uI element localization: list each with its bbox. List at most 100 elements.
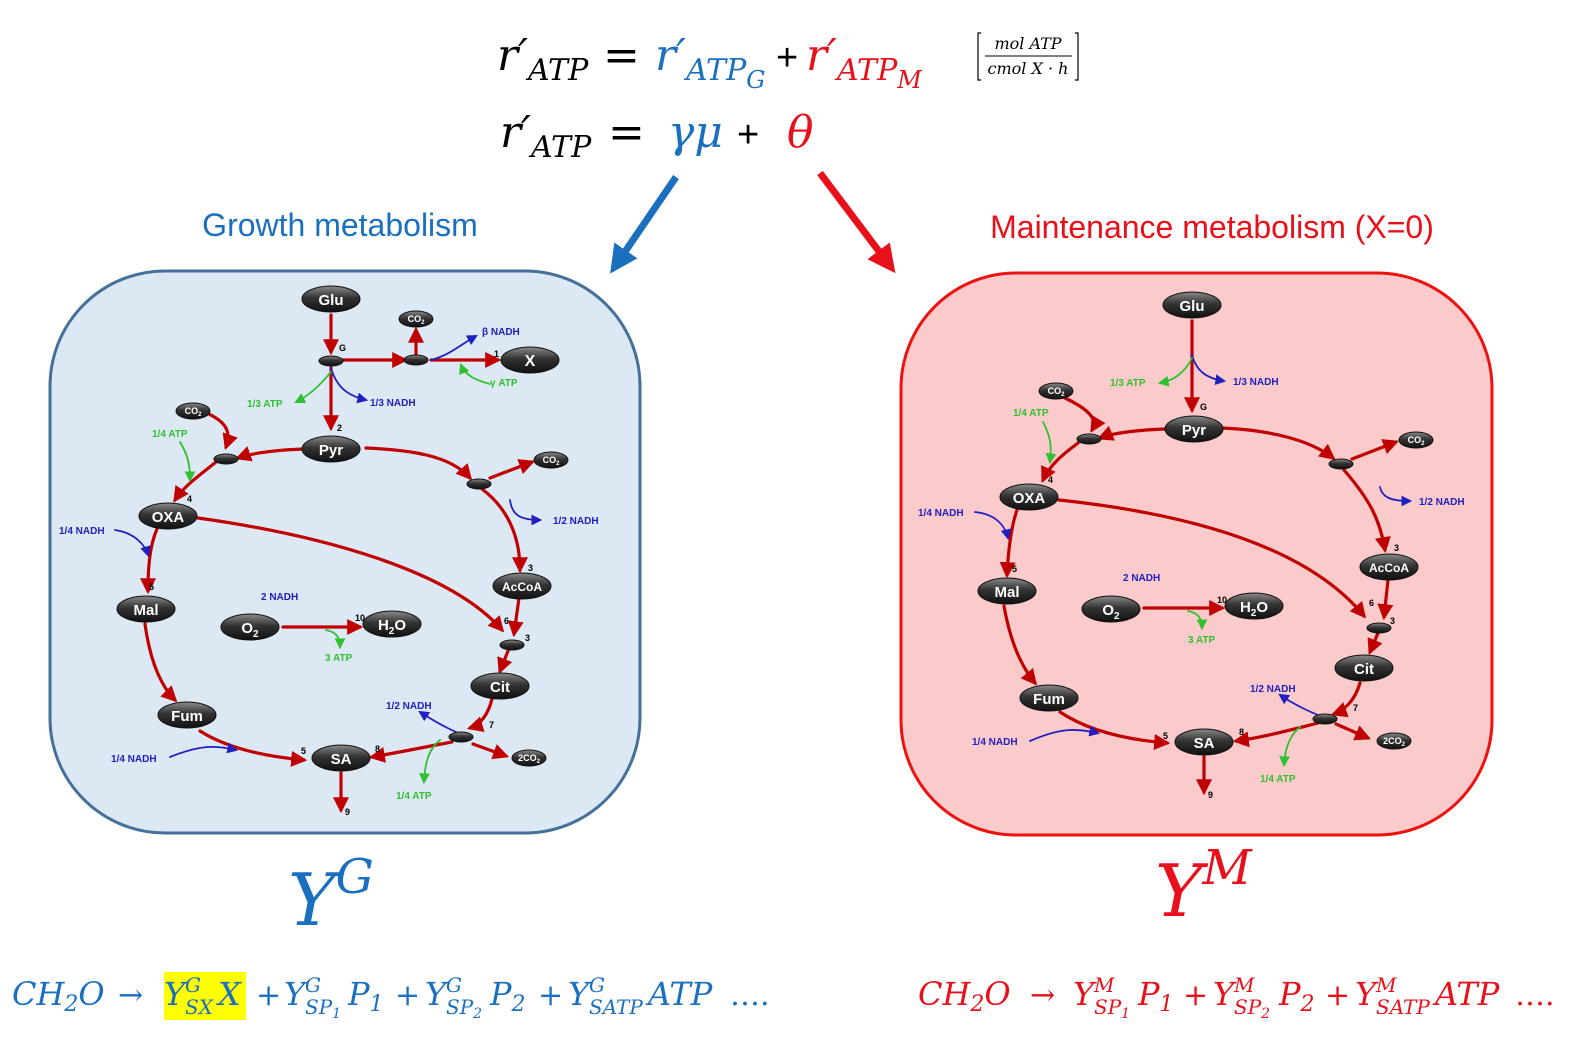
maint-num-4: 4 <box>1048 475 1053 485</box>
growth-atp-13: 1/3 ATP <box>247 399 283 410</box>
growth-num-5-b: 5 <box>301 746 306 756</box>
eq1-term-growth-subsub: G <box>746 66 765 94</box>
svg-text:G: G <box>185 973 201 997</box>
eq1-lhs: r′ <box>497 30 528 81</box>
maint-nadh-14-b: 1/4 NADH <box>972 737 1018 748</box>
growth-co2-c: CO <box>543 455 557 465</box>
atp-rate-equation: r′ATP = r′ATPG + r′ATPM mol ATP cmol X ·… <box>497 30 1079 165</box>
growth-node-pyr: Pyr <box>319 442 343 459</box>
maintenance-title: Maintenance metabolism (X=0) <box>990 209 1434 245</box>
growth-num-6: 6 <box>504 616 509 626</box>
svg-text:CO2: CO2 <box>408 314 426 326</box>
eq1-term-maint-sub: ATP <box>834 53 898 88</box>
svg-text:2CO2: 2CO2 <box>518 753 541 765</box>
maint-atp-3: 3 ATP <box>1188 635 1216 646</box>
svg-text:r′ATPG: r′ATPG <box>655 30 765 94</box>
growth-pathway: Glu CO2 X Pyr CO2 CO2 OXA AcCoA Cit 2CO2… <box>59 285 599 817</box>
maintenance-split-arrow <box>817 170 896 274</box>
growth-num-8: 8 <box>375 744 380 754</box>
g-eq-t4: Y <box>568 975 592 1013</box>
growth-node-accoa: AcCoA <box>502 580 542 594</box>
yield-sx-highlight <box>164 972 246 1020</box>
svg-text:ATP: ATP <box>1432 975 1500 1013</box>
maint-node-accoa: AcCoA <box>1369 561 1409 575</box>
m-eq-arrow: → <box>1030 978 1055 1013</box>
svg-text:SP2: SP2 <box>446 995 482 1022</box>
growth-atp-14: 1/4 ATP <box>152 429 188 440</box>
svg-text:CO2: CO2 <box>543 455 561 467</box>
growth-stoich-equation: CH2O → Y G SX X + Y G SP1 P1 + Y G SP2 P… <box>12 973 770 1022</box>
growth-beta-nadh: β NADH <box>482 327 520 338</box>
maint-node-fum: Fum <box>1033 691 1065 708</box>
eq1-term-growth-sub: ATP <box>683 53 747 88</box>
svg-text:….: …. <box>730 978 770 1013</box>
growth-co2-a: CO <box>408 314 422 324</box>
maint-2co2: 2CO <box>1383 736 1402 746</box>
svg-text:P2: P2 <box>1278 975 1315 1017</box>
maint-node-pyr: Pyr <box>1182 422 1206 439</box>
units-bracket: mol ATP cmol X · h <box>977 32 1079 81</box>
maint-co2-b: CO <box>1408 435 1422 445</box>
maint-nadh-2: 2 NADH <box>1123 573 1160 584</box>
svg-text:SATP: SATP <box>589 995 643 1019</box>
growth-nadh-13: 1/3 NADH <box>370 398 416 409</box>
svg-text:P1: P1 <box>1137 975 1174 1017</box>
svg-text:CO2: CO2 <box>1408 435 1426 447</box>
growth-2co2: 2CO <box>518 753 537 763</box>
growth-num-9: 9 <box>345 807 350 817</box>
eq1-term-maint: r′ <box>806 30 837 81</box>
g-eq-t3: Y <box>425 975 449 1013</box>
maint-num-6: 6 <box>1369 598 1374 608</box>
units-numerator: mol ATP <box>994 34 1061 53</box>
svg-text:r′ATPM: r′ATPM <box>806 30 923 94</box>
svg-text:ATP: ATP <box>645 975 713 1013</box>
eq2-equals: = <box>608 107 645 158</box>
svg-text:SP1: SP1 <box>305 995 341 1022</box>
maintenance-pathway: Glu Pyr CO2 CO2 OXA AcCoA Cit 2CO2 Mal F… <box>918 291 1465 800</box>
svg-text:+: + <box>395 978 420 1013</box>
svg-text:X: X <box>215 975 242 1013</box>
maint-atp-14: 1/4 ATP <box>1013 408 1049 419</box>
maint-node-cit: Cit <box>1354 661 1374 678</box>
svg-text:CO2: CO2 <box>185 406 203 418</box>
svg-text:H2O: H2O <box>378 617 406 637</box>
svg-text:+: + <box>1183 978 1208 1013</box>
eq2-plus: + <box>737 114 759 156</box>
growth-node-h2o: H <box>378 617 389 634</box>
svg-text:Y: Y <box>164 975 188 1013</box>
growth-node-sa: SA <box>331 751 352 768</box>
growth-num-g: G <box>339 343 346 353</box>
maint-num-5-b: 5 <box>1163 731 1168 741</box>
growth-nadh-14-b: 1/4 NADH <box>111 754 157 765</box>
m-eq-lhs: CH <box>918 975 971 1013</box>
svg-text:+: + <box>1325 978 1350 1013</box>
maint-num-8: 8 <box>1239 727 1244 737</box>
growth-co2-b: CO <box>185 406 199 416</box>
growth-num-10: 10 <box>355 613 365 623</box>
growth-atp-3: 3 ATP <box>325 653 353 664</box>
growth-nadh-12-a: 1/2 NADH <box>553 516 599 527</box>
svg-text:r′ATP: r′ATP <box>500 107 592 165</box>
maint-num-3-b: 3 <box>1390 616 1395 626</box>
maint-nadh-12-a: 1/2 NADH <box>1419 497 1465 508</box>
maint-node-o2: O <box>1102 602 1114 619</box>
svg-text:M: M <box>1093 973 1115 997</box>
svg-text:CH2O: CH2O <box>918 975 1011 1017</box>
growth-atp-14-b: 1/4 ATP <box>396 791 432 802</box>
growth-node-glu: Glu <box>319 292 344 309</box>
maint-num-10: 10 <box>1217 595 1227 605</box>
maintenance-yield-symbol: Y <box>1155 849 1209 933</box>
svg-text:r′ATP: r′ATP <box>497 30 589 88</box>
maint-num-9: 9 <box>1208 790 1213 800</box>
growth-node-x: X <box>525 353 536 370</box>
growth-gamma-atp: γ ATP <box>490 378 518 389</box>
growth-nadh-2: 2 NADH <box>261 592 298 603</box>
growth-num-4: 4 <box>187 494 192 504</box>
maint-node-mal: Mal <box>994 584 1019 601</box>
growth-num-3-a: 3 <box>528 563 533 573</box>
svg-text:SATP: SATP <box>1376 995 1430 1019</box>
eq1-term-maint-subsub: M <box>896 66 923 94</box>
maintenance-yield-sup: M <box>1202 840 1254 896</box>
eq2-lhs-sub: ATP <box>528 130 592 165</box>
